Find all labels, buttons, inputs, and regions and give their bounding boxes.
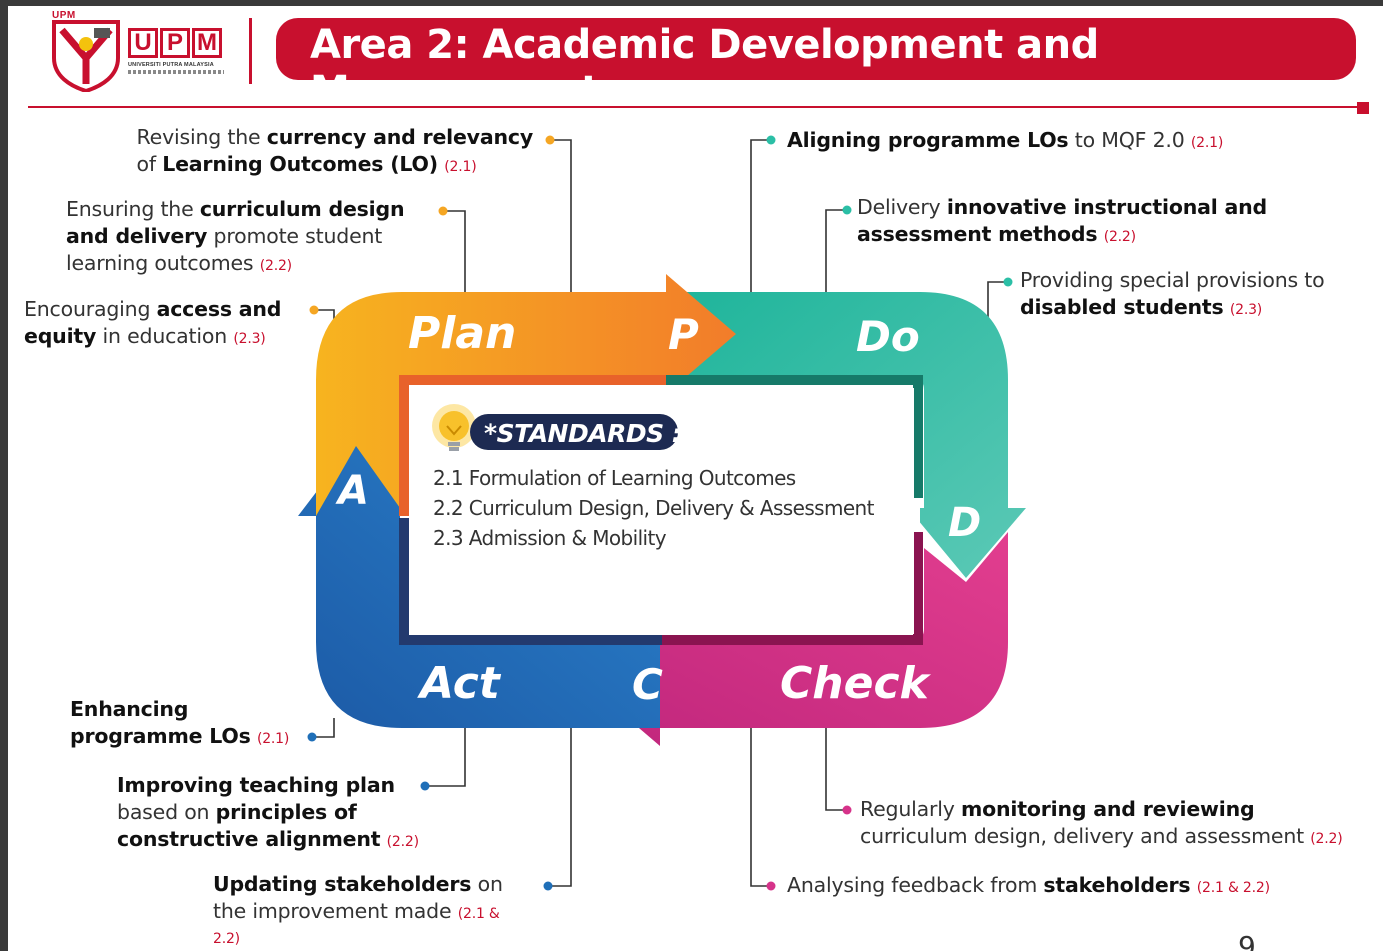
standard-item: 2.1 Formulation of Learning Outcomes [433, 466, 796, 490]
title-banner [276, 18, 1356, 80]
do-letter-d: D [948, 500, 982, 546]
check-segment [590, 532, 1008, 746]
do-note-innovative-methods: Delivery innovative instructional and as… [857, 195, 1268, 246]
check-note-monitoring: Regularly monitoring and reviewing curri… [860, 797, 1343, 848]
check-note-feedback: Analysing feedback from stakeholders (2.… [787, 873, 1270, 897]
upm-crest-icon [52, 20, 120, 92]
standards-title: *STANDARDS : [484, 419, 682, 448]
act-letter-a: A [338, 468, 369, 514]
standard-item: 2.2 Curriculum Design, Delivery & Assess… [433, 496, 874, 520]
do-segment [680, 292, 1026, 578]
logo-letter: M [192, 28, 222, 58]
standard-item: 2.3 Admission & Mobility [433, 526, 667, 550]
logo-small-text: UPM [52, 10, 76, 21]
upm-logo: UPM U P M UNIVERSITI PUTRA MALAYSIA [48, 10, 238, 92]
pdca-cycle [298, 274, 1026, 746]
act-note-enhancing-los: Enhancing programme LOs (2.1) [70, 697, 290, 748]
logo-letter: P [160, 28, 190, 58]
logo-subtitle: UNIVERSITI PUTRA MALAYSIA [128, 62, 214, 68]
window-frame-top [0, 0, 1383, 6]
plan-letter-p: P [668, 310, 699, 359]
plan-note-lo-relevancy: Revising the currency and relevancy of L… [136, 125, 534, 176]
check-label: Check [780, 658, 929, 709]
standards-badge [470, 414, 678, 450]
header-divider [249, 18, 252, 84]
plan-note-access-equity: Encouraging access and equity in educati… [24, 297, 282, 348]
plan-note-curriculum-design: Ensuring the curriculum design and deliv… [66, 197, 405, 275]
logo-letter: U [128, 28, 158, 58]
do-label: Do [856, 312, 920, 361]
logo-letters: U P M [128, 28, 222, 58]
header-rule [28, 106, 1360, 108]
window-frame-left [0, 0, 8, 951]
do-note-special-provisions: Providing special provisions to disabled… [1020, 268, 1325, 319]
act-note-teaching-plan: Improving teaching plan based on princip… [117, 773, 419, 851]
check-letter-c: C [632, 660, 663, 709]
act-label: Act [420, 658, 500, 709]
lightbulb-icon [432, 404, 476, 451]
page-number: 9 [1238, 930, 1256, 951]
logo-tagline-stripe [128, 70, 224, 74]
header-rule-end [1357, 102, 1369, 114]
act-note-updating-stakeholders: Updating stakeholders on the improvement… [213, 872, 503, 947]
act-segment [298, 440, 660, 728]
do-note-aligning-los: Aligning programme LOs to MQF 2.0 (2.1) [787, 128, 1224, 152]
plan-segment [316, 274, 736, 516]
plan-label: Plan [408, 308, 517, 359]
